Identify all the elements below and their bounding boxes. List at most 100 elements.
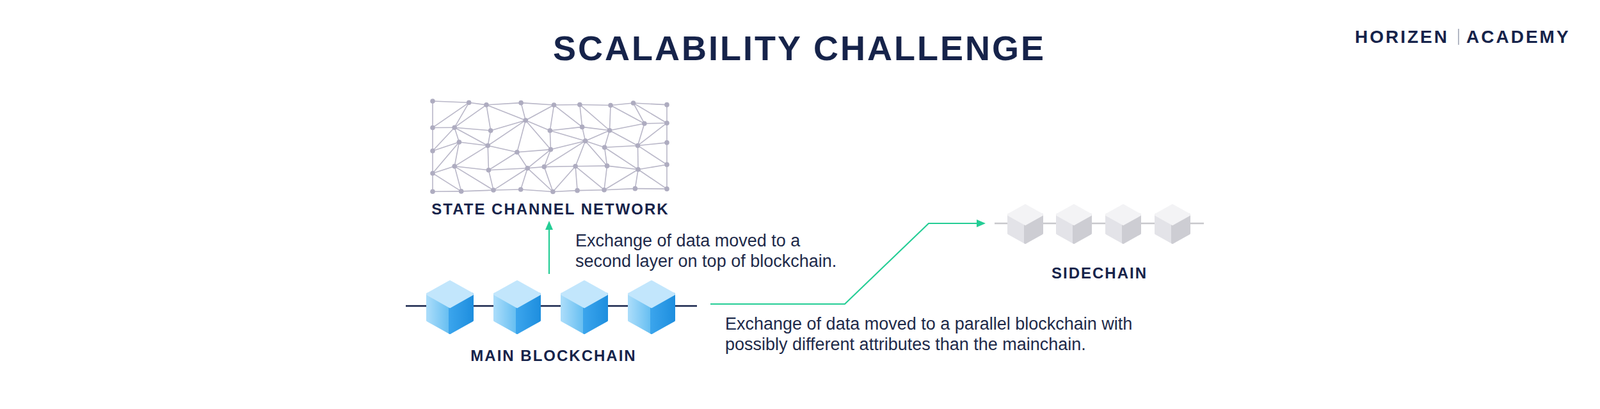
mesh-dot — [430, 188, 436, 194]
mesh-dot — [547, 128, 553, 134]
mesh-dot — [542, 164, 548, 170]
mesh-link — [525, 120, 550, 131]
mesh-link — [644, 122, 667, 124]
cube-face — [427, 281, 473, 307]
mesh-link — [579, 104, 583, 127]
mesh-dot — [572, 163, 578, 169]
mesh-dot — [518, 100, 524, 106]
connector-line — [548, 228, 550, 274]
mesh-dot — [577, 102, 583, 108]
mesh-link — [486, 103, 521, 105]
logo-text: ACADEMY — [1466, 28, 1571, 47]
mesh-link — [544, 140, 585, 167]
chain-node: MAIN BLOCKCHAIN — [396, 273, 711, 370]
mesh-link — [637, 123, 644, 146]
mesh-dot — [486, 167, 492, 173]
mesh-link — [604, 147, 639, 170]
mesh-link — [575, 166, 578, 191]
mesh-link — [544, 167, 553, 192]
mesh-link — [604, 147, 608, 166]
mesh-dot — [602, 144, 608, 150]
mesh-dot — [451, 163, 457, 169]
mesh-dot — [551, 102, 557, 108]
mesh-link — [432, 190, 462, 192]
mesh-dot — [607, 128, 613, 134]
mesh-link — [517, 149, 552, 153]
mesh-link — [544, 165, 576, 168]
mesh-link — [432, 127, 434, 151]
chain-node: SIDECHAIN — [985, 195, 1214, 284]
mesh-link — [637, 145, 639, 169]
mesh-dot — [641, 120, 648, 127]
mesh-link — [579, 104, 610, 130]
mesh-link — [666, 164, 668, 189]
mesh-link — [520, 189, 553, 192]
mesh-link — [454, 102, 470, 128]
mesh-link — [432, 142, 459, 174]
mesh-link — [610, 103, 634, 106]
mesh-link — [609, 130, 639, 146]
cube-face — [629, 281, 674, 307]
mesh-dot — [583, 138, 589, 144]
mesh-dot — [490, 187, 496, 193]
mesh-link — [488, 152, 517, 171]
mesh-link — [454, 142, 459, 167]
edge-label: Exchange of data moved to a parallel blo… — [725, 313, 1161, 355]
logo-separator — [1457, 28, 1460, 45]
mesh-link — [454, 166, 494, 191]
mesh-link — [552, 190, 578, 192]
mesh-link — [432, 166, 455, 174]
mesh-link — [638, 169, 667, 189]
mesh-link — [486, 104, 491, 131]
mesh-link — [634, 188, 667, 190]
cube-face — [1106, 205, 1140, 224]
mesh-link — [549, 130, 585, 141]
mesh-link — [469, 102, 487, 105]
connector — [545, 220, 553, 274]
mesh-link — [554, 104, 583, 127]
mesh-link — [432, 173, 434, 192]
mesh-link — [633, 103, 667, 123]
mesh-link — [525, 120, 551, 150]
cube-face — [1155, 205, 1190, 224]
mesh-link — [604, 130, 610, 148]
mesh-dot — [664, 140, 670, 146]
mesh-link — [637, 122, 667, 146]
mesh-link — [585, 140, 608, 166]
mesh-link — [517, 120, 526, 153]
mesh-link — [604, 188, 635, 191]
mesh-link — [520, 103, 554, 105]
mesh-dot — [483, 102, 489, 108]
mesh-dot — [635, 143, 641, 149]
mesh-link — [493, 168, 528, 191]
main-cubes — [427, 281, 674, 333]
mesh-link — [607, 165, 639, 170]
mesh-link — [432, 101, 470, 103]
edge-label: Exchange of data moved to a second layer… — [575, 230, 848, 272]
mesh-link — [493, 189, 521, 191]
mesh-link — [552, 166, 576, 192]
node-heading: STATE CHANNEL NETWORK — [431, 199, 669, 219]
mesh-link — [458, 142, 488, 146]
mesh-dot — [632, 186, 639, 192]
mesh-dot — [604, 163, 610, 169]
node-heading: SIDECHAIN — [1051, 263, 1148, 283]
mesh-link — [520, 103, 526, 121]
mesh-dot — [664, 186, 670, 192]
mesh-dot — [451, 124, 457, 130]
mesh-link — [517, 152, 528, 169]
mesh-link — [604, 169, 639, 191]
arrow-head — [545, 220, 553, 230]
cube-face — [1057, 205, 1091, 224]
node-heading: MAIN BLOCKCHAIN — [470, 346, 637, 365]
mesh-dot — [466, 100, 472, 106]
mesh-link — [638, 164, 667, 170]
mesh-dot — [631, 100, 637, 106]
mesh-link — [549, 104, 554, 131]
mesh-dot — [514, 149, 520, 155]
mesh-link — [549, 126, 582, 131]
mesh-dot — [488, 128, 494, 134]
mesh-link — [577, 189, 605, 192]
mesh-link — [554, 104, 580, 106]
mesh-dot — [522, 117, 528, 123]
